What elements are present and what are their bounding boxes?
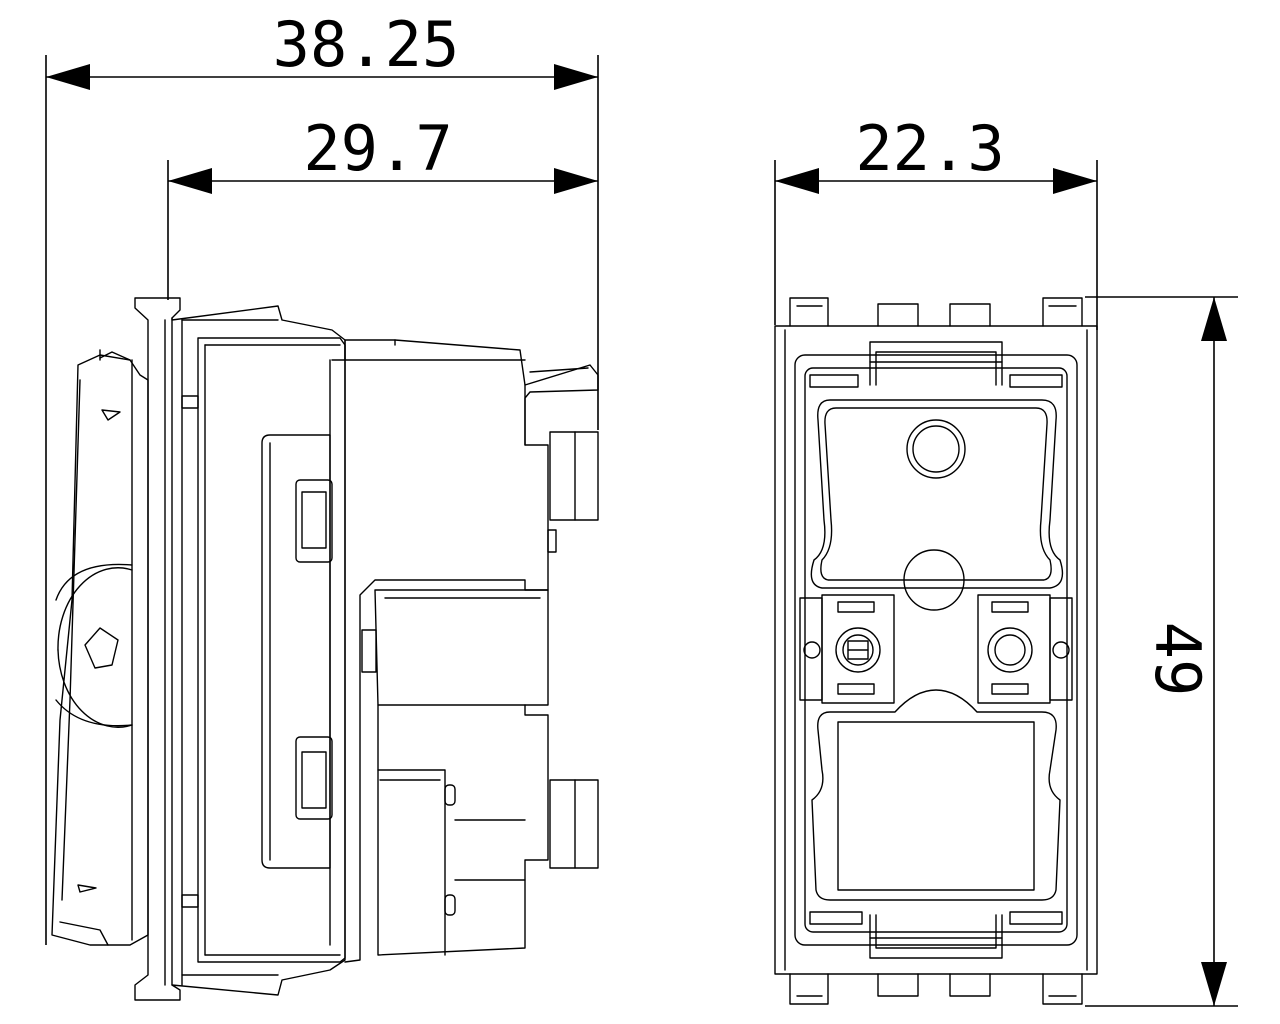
terminal-slot-upper [295, 479, 333, 563]
main-body [197, 337, 346, 963]
bottom-clip-left [789, 973, 829, 1005]
body-depth-label: 29.7 [303, 112, 452, 185]
rocker-front [51, 354, 149, 946]
terminal-slot-lower [295, 736, 333, 820]
mounting-frame [134, 297, 346, 1001]
upper-cavity [810, 399, 1064, 589]
top-clip-right [1042, 297, 1083, 327]
dimension-overall-depth: 38.25 [45, 8, 599, 945]
terminal-screw-left [835, 627, 881, 673]
rear-housing [331, 339, 599, 963]
terminal-block-right [977, 594, 1051, 704]
bottom-latch [869, 914, 1003, 959]
rear-tab-lower [549, 779, 599, 869]
side-view [51, 297, 599, 1001]
rear-lower-assembly [374, 589, 549, 706]
terminal-screw-right [987, 627, 1033, 673]
pivot-mark [84, 627, 119, 669]
dimension-body-depth: 29.7 [167, 112, 598, 300]
dimension-height: 49 [1085, 296, 1238, 1007]
front-view [774, 297, 1098, 1005]
top-clip-left [789, 297, 829, 327]
width-label: 22.3 [855, 112, 1004, 185]
top-latch [869, 341, 1003, 386]
height-label: 49 [1141, 622, 1214, 697]
rear-tab-upper [549, 431, 599, 521]
rocker-pivot [57, 567, 133, 651]
front-outer-frame [774, 325, 1098, 975]
inner-window [261, 434, 331, 869]
center-hole [903, 549, 965, 611]
lower-cavity [811, 689, 1061, 901]
front-inner-plate [794, 354, 1078, 946]
bottom-clip-right [1042, 973, 1083, 1005]
dimension-width: 22.3 [774, 112, 1098, 330]
overall-depth-label: 38.25 [273, 8, 460, 81]
terminal-block-left [821, 594, 895, 704]
upper-hole [906, 419, 966, 479]
